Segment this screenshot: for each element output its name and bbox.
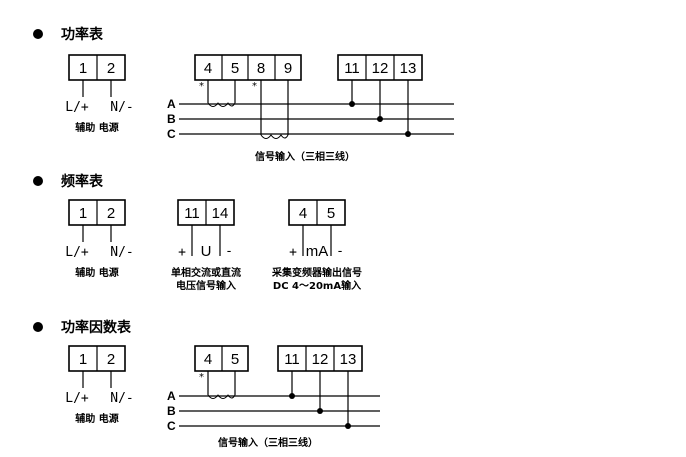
terminal-13: 13 xyxy=(340,351,357,368)
section-title-frequency-meter: 频率表 xyxy=(61,173,104,190)
terminal-4: 4 xyxy=(204,351,212,368)
bullet-icon xyxy=(33,29,43,39)
plus-label: L/+ xyxy=(65,245,89,260)
phase-label-c: C xyxy=(167,419,176,433)
plus-label: L/+ xyxy=(65,391,89,406)
aux-power-caption: 辅助 电源 xyxy=(75,121,118,134)
voltage-input-block: 11 14 + U - 单相交流或直流 电压信号输入 xyxy=(171,199,241,292)
ma-unit-label: mA xyxy=(306,243,329,260)
plus-label: + xyxy=(289,245,297,260)
ma-input-caption-2: DC 4～20mA输入 xyxy=(273,279,361,292)
terminal-1: 1 xyxy=(79,60,87,77)
minus-label: - xyxy=(225,244,233,259)
phase-label-a: A xyxy=(167,389,176,403)
terminal-11: 11 xyxy=(284,351,300,368)
phase-lines-1: A B C xyxy=(167,97,454,141)
polarity-star: * xyxy=(199,372,204,383)
terminal-2: 2 xyxy=(107,205,115,222)
voltage-unit-label: U xyxy=(201,243,212,260)
terminal-12: 12 xyxy=(312,351,329,368)
aux-power-block-1: 1 2 L/+ N/- 辅助 电源 xyxy=(65,54,134,134)
terminal-9: 9 xyxy=(284,60,292,77)
terminal-5: 5 xyxy=(327,205,335,222)
terminal-5: 5 xyxy=(231,351,239,368)
minus-label: N/- xyxy=(110,391,133,406)
signal-input-caption: 信号输入（三相三线） xyxy=(255,150,355,163)
ct-wire-a xyxy=(207,371,236,395)
plus-label: L/+ xyxy=(65,100,89,115)
aux-power-block-3: 1 2 L/+ N/- 辅助 电源 xyxy=(65,345,134,425)
voltage-terminal-block: 11 12 13 xyxy=(337,54,423,137)
section-title-power-meter: 功率表 xyxy=(61,26,104,43)
terminal-11: 11 xyxy=(344,60,360,77)
current-terminal-block: 4 5 8 9 * * xyxy=(194,54,302,139)
pf-voltage-terminal-block: 11 12 13 xyxy=(277,345,363,429)
ma-input-block: 4 5 + mA - 采集变频器输出信号 DC 4～20mA输入 xyxy=(271,199,362,292)
terminal-5: 5 xyxy=(231,60,239,77)
aux-power-caption: 辅助 电源 xyxy=(75,266,118,279)
polarity-star: * xyxy=(252,81,257,92)
phase-label-b: B xyxy=(167,404,176,418)
section-title-power-factor-meter: 功率因数表 xyxy=(61,319,132,336)
terminal-4: 4 xyxy=(299,205,307,222)
minus-label: N/- xyxy=(110,245,133,260)
terminal-1: 1 xyxy=(79,351,87,368)
phase-label-a: A xyxy=(167,97,176,111)
voltage-input-caption-2: 电压信号输入 xyxy=(176,279,236,292)
terminal-1: 1 xyxy=(79,205,87,222)
terminal-14: 14 xyxy=(212,205,229,222)
terminal-12: 12 xyxy=(372,60,389,77)
bullet-icon xyxy=(33,322,43,332)
phase-label-c: C xyxy=(167,127,176,141)
ma-input-caption-1: 采集变频器输出信号 xyxy=(271,266,362,279)
terminal-4: 4 xyxy=(204,60,212,77)
ct-wire-c xyxy=(260,80,289,135)
terminal-11: 11 xyxy=(184,205,200,222)
ct-coil-a-icon xyxy=(207,394,236,399)
aux-power-caption: 辅助 电源 xyxy=(75,412,118,425)
bullet-icon xyxy=(33,176,43,186)
minus-label: N/- xyxy=(110,100,133,115)
plus-label: + xyxy=(178,245,186,260)
minus-label: - xyxy=(336,244,344,259)
signal-input-caption: 信号输入（三相三线） xyxy=(218,436,318,449)
phase-lines-3: A B C xyxy=(167,389,380,433)
pf-current-terminal-block: 4 5 * xyxy=(194,345,249,399)
aux-power-block-2: 1 2 L/+ N/- 辅助 电源 xyxy=(65,199,134,279)
ct-coil-c-icon xyxy=(260,134,289,139)
terminal-8: 8 xyxy=(257,60,265,77)
ct-wire-a xyxy=(207,80,236,103)
terminal-2: 2 xyxy=(107,351,115,368)
terminal-2: 2 xyxy=(107,60,115,77)
voltage-input-caption-1: 单相交流或直流 xyxy=(171,266,241,279)
phase-label-b: B xyxy=(167,112,176,126)
ct-coil-a-icon xyxy=(207,102,236,107)
terminal-13: 13 xyxy=(400,60,417,77)
polarity-star: * xyxy=(199,81,204,92)
